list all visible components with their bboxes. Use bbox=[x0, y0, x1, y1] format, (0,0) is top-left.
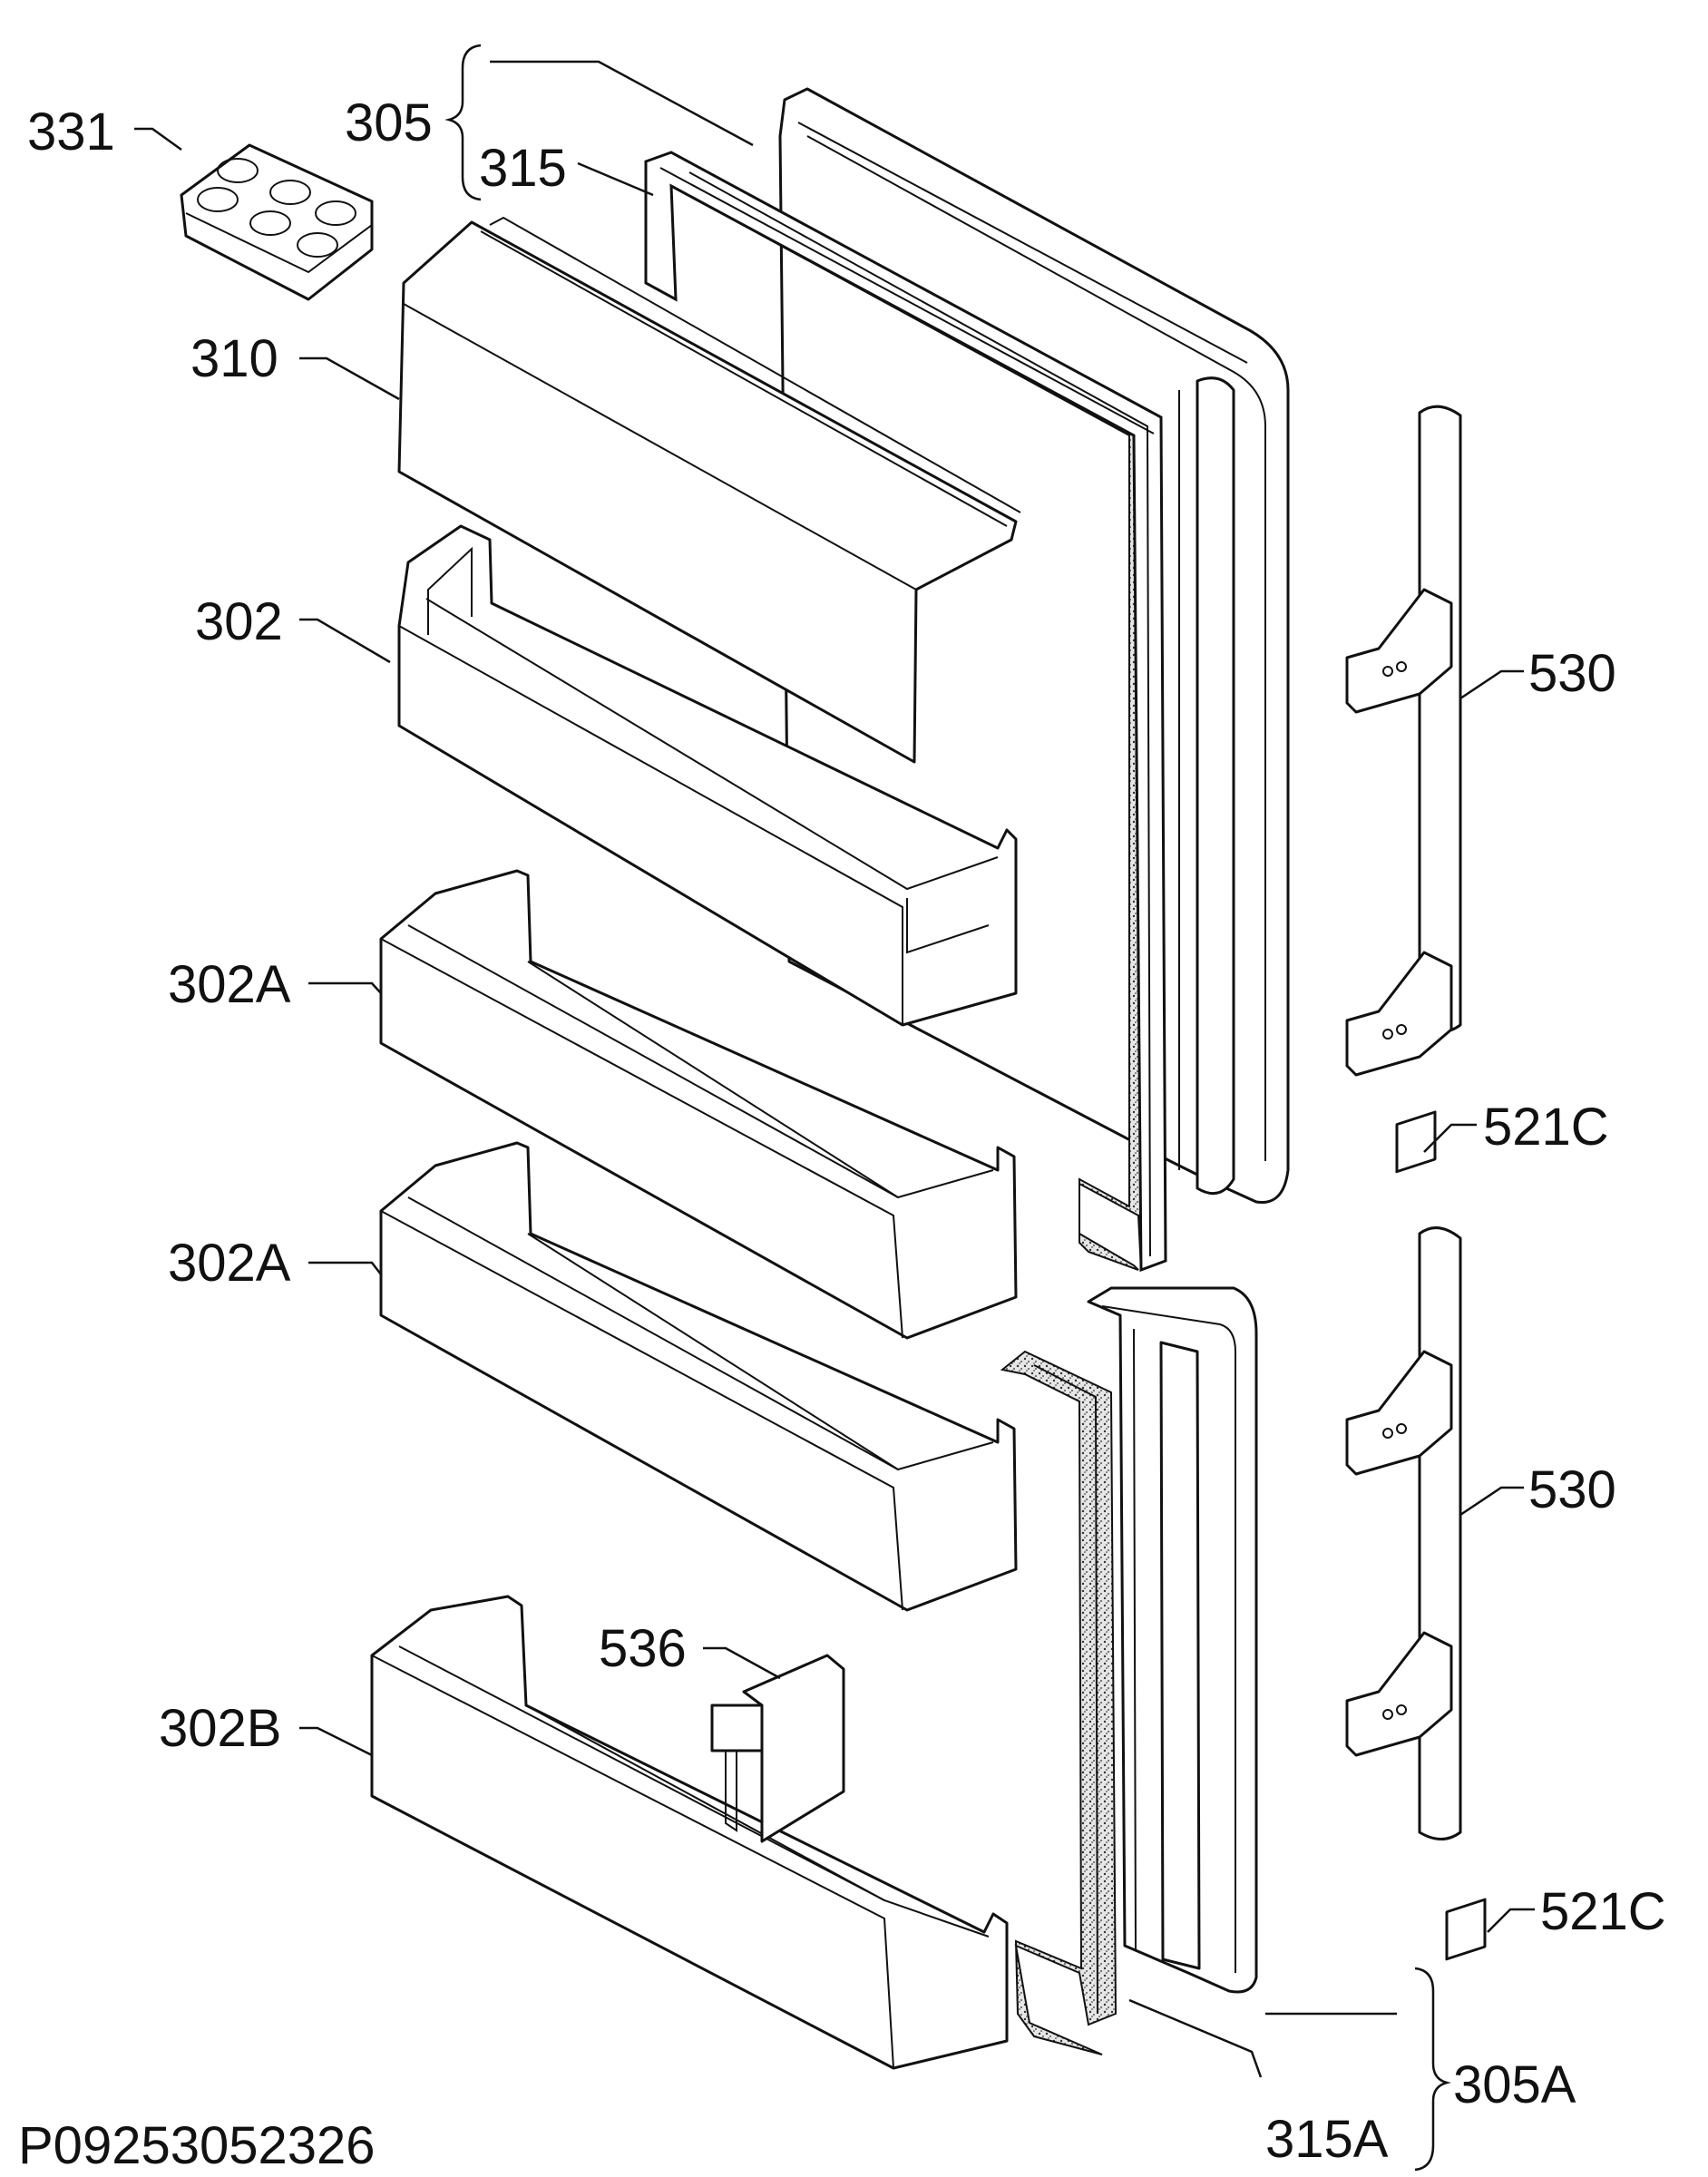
door-balcony-302a-2 bbox=[379, 1141, 1018, 1612]
label-536: 536 bbox=[599, 1619, 687, 1678]
label-530-upper: 530 bbox=[1528, 644, 1616, 703]
lower-gasket-315a bbox=[1000, 1350, 1118, 2055]
label-315a: 315A bbox=[1265, 2110, 1389, 2169]
label-302: 302 bbox=[195, 592, 283, 651]
door-balcony-302a-1 bbox=[379, 869, 1018, 1340]
door-balcony-302b bbox=[370, 1595, 1009, 2070]
label-310: 310 bbox=[190, 329, 278, 388]
door-handle-530-upper bbox=[1345, 405, 1462, 1077]
egg-tray-331 bbox=[180, 143, 374, 301]
label-331: 331 bbox=[27, 103, 115, 161]
label-315: 315 bbox=[479, 139, 567, 198]
door-handle-530-lower bbox=[1345, 1226, 1462, 1840]
label-521c-upper: 521C bbox=[1483, 1098, 1609, 1157]
label-530-lower: 530 bbox=[1528, 1460, 1616, 1519]
upper-gasket-315 bbox=[644, 151, 1167, 1273]
lower-door-305a bbox=[1087, 1286, 1258, 1994]
bottle-divider-536 bbox=[710, 1654, 845, 1843]
label-302a-1: 302A bbox=[168, 955, 291, 1014]
dairy-cover-310 bbox=[397, 216, 1021, 764]
diagram-code: P09253052326 bbox=[18, 2116, 376, 2175]
handle-cap-521c-lower bbox=[1445, 1898, 1487, 1961]
door-balcony-302 bbox=[397, 524, 1018, 1027]
label-521c-lower: 521C bbox=[1540, 1882, 1666, 1941]
leader-lines bbox=[134, 44, 1535, 2172]
label-302a-2: 302A bbox=[168, 1234, 291, 1293]
label-305: 305 bbox=[345, 93, 433, 152]
label-302b: 302B bbox=[159, 1699, 281, 1758]
handle-cap-521c-upper bbox=[1395, 1110, 1437, 1174]
label-305a: 305A bbox=[1453, 2055, 1576, 2114]
